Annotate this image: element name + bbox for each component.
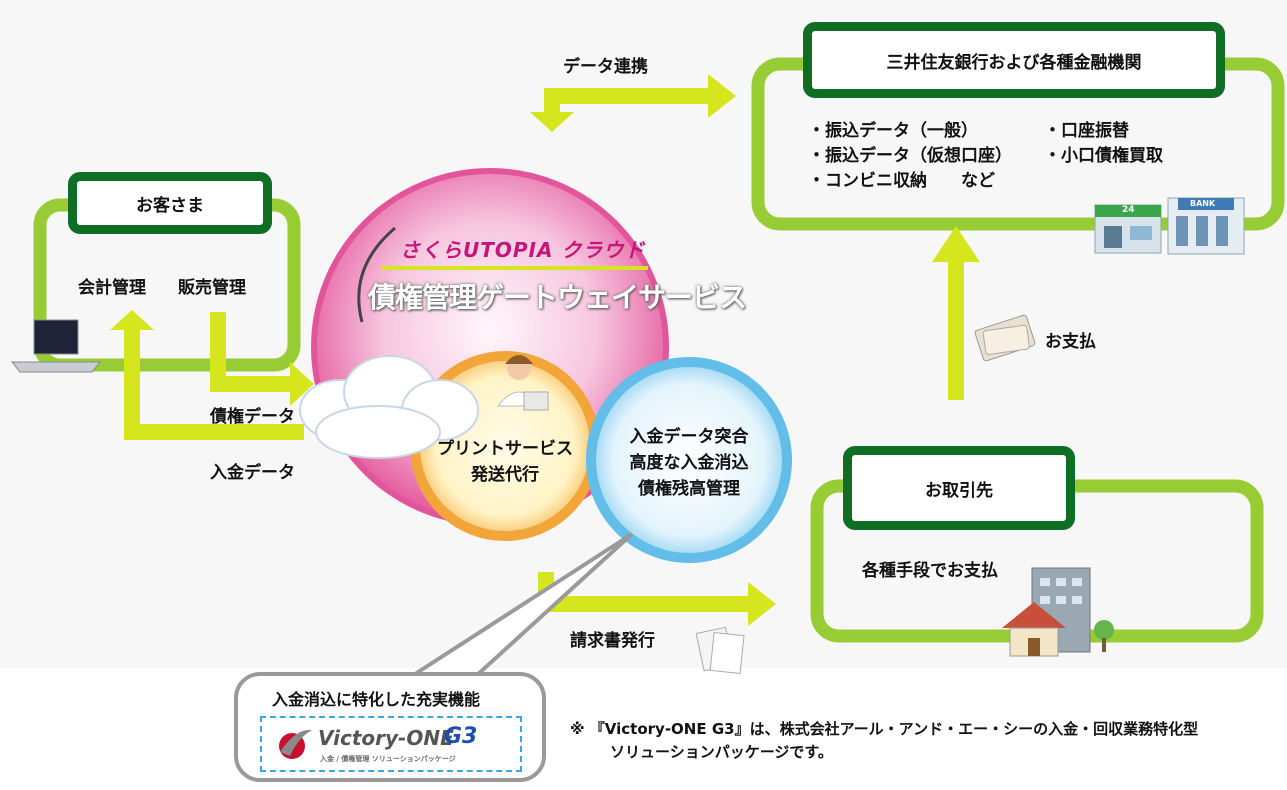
accounting-label: 会計管理 (78, 278, 146, 298)
bank-item-virtual-account: ・振込データ（仮想口座） (808, 146, 1012, 166)
receivable-data-arrow (210, 312, 314, 406)
money-envelope-icon (974, 314, 1036, 362)
victory-swoosh-icon (279, 729, 312, 759)
matching-circle (586, 357, 792, 563)
logo-name: Victory-ONE (318, 726, 454, 750)
bank-item-convenience: ・コンビニ収納 など (808, 171, 995, 191)
bank-item-general-transfer: ・振込データ（一般） (808, 121, 978, 141)
data-link-arrow-right (544, 74, 736, 118)
partner-title-box: お取引先 (843, 446, 1075, 530)
customer-title-box: お客さま (68, 172, 272, 234)
callout-box: 入金消込に特化した充実機能 Victory-ONE G3 入金 / 債権管理 ソ… (234, 672, 546, 782)
matching-text: 入金データ突合 高度な入金消込 債権残高管理 (601, 418, 777, 508)
operator-icon (496, 355, 549, 411)
data-link-label: データ連携 (563, 57, 648, 77)
deposit-data-label: 入金データ (210, 463, 295, 483)
bank-sign: BANK (1190, 199, 1216, 208)
invoice-documents-icon (695, 626, 745, 675)
bank-title-box: 三井住友銀行および各種金融機関 (803, 22, 1225, 98)
bank-item-factoring: ・小口債権買取 (1044, 146, 1163, 166)
partner-buildings-icon (1002, 567, 1114, 657)
print-service-line1: プリントサービス (437, 439, 573, 459)
cloud-icon (299, 355, 479, 459)
convenience-store-icon (1094, 204, 1162, 254)
service-name: 債権管理ゲートウェイサービス (368, 281, 747, 314)
laptop-icon (10, 319, 102, 373)
partner-payment-methods: 各種手段でお支払 (862, 561, 998, 581)
footnote-line2: ソリューションパッケージです。 (610, 743, 833, 761)
payment-label: お支払 (1045, 332, 1096, 352)
footnote-line1: ※ 『Victory-ONE G3』は、株式会社アール・アンド・エー・シーの入金… (570, 720, 1199, 738)
sales-label: 販売管理 (178, 278, 246, 298)
matching-line2: 高度な入金消込 (629, 453, 749, 473)
invoice-label: 請求書発行 (570, 631, 655, 651)
receivable-data-label: 債権データ (210, 407, 295, 427)
logo-tagline: 入金 / 債権管理 ソリューションパッケージ (320, 755, 456, 763)
customer-title: お客さま (136, 195, 204, 216)
victory-one-logo: Victory-ONE G3 入金 / 債権管理 ソリューションパッケージ (260, 716, 522, 772)
bank-building-icon (1167, 197, 1245, 255)
data-link-arrow-down (530, 88, 574, 132)
partner-title: お取引先 (925, 480, 993, 501)
brand-logo: さくらUTOPIA クラウド (400, 238, 646, 262)
deposit-data-arrow (110, 310, 304, 440)
bank-item-direct-debit: ・口座振替 (1044, 121, 1129, 141)
invoice-arrow (538, 572, 776, 626)
logo-g3: G3 (444, 724, 478, 749)
matching-line1: 入金データ突合 (629, 427, 749, 447)
print-service-text: プリントサービス 発送代行 (430, 422, 580, 502)
store-sign: 24 (1122, 205, 1135, 215)
matching-line3: 債権残高管理 (638, 479, 740, 499)
print-service-line2: 発送代行 (471, 465, 539, 485)
callout-title: 入金消込に特化した充実機能 (272, 690, 481, 709)
bank-title: 三井住友銀行および各種金融機関 (886, 52, 1142, 73)
payment-arrow-up (932, 226, 980, 400)
